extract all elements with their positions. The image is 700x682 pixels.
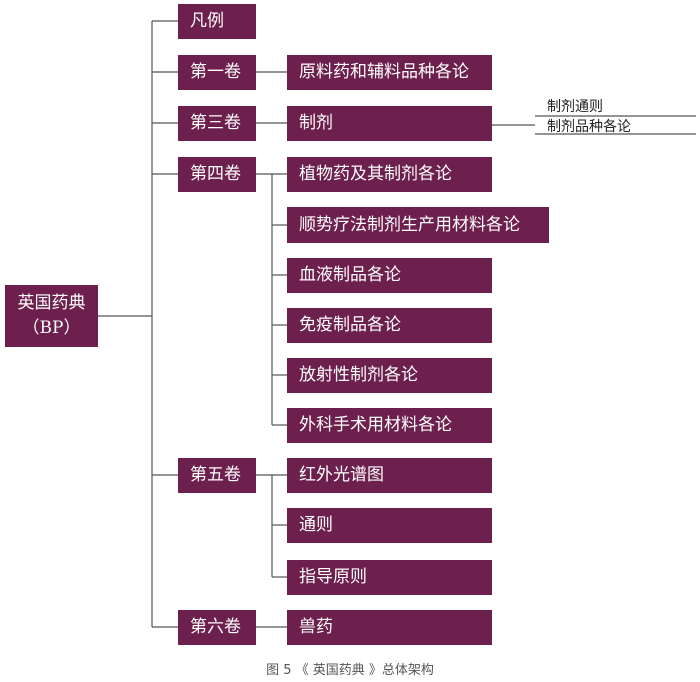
node-herbal-monographs: 植物药及其制剂各论 [287, 157, 492, 192]
root-title-line2: （BP） [22, 318, 81, 338]
node-homeopathic-materials: 顺势疗法制剂生产用材料各论 [287, 207, 549, 243]
node-volume-5: 第五卷 [178, 458, 256, 493]
node-preparations: 制剂 [287, 106, 492, 141]
node-appendices: 通则 [287, 508, 492, 543]
node-volume-4: 第四卷 [178, 157, 256, 192]
node-surgical-materials: 外科手术用材料各论 [287, 408, 492, 443]
node-general-notices: 凡例 [178, 4, 256, 39]
node-raw-materials-monographs: 原料药和辅料品种各论 [287, 55, 492, 90]
node-volume-1: 第一卷 [178, 55, 256, 90]
node-veterinary: 兽药 [287, 610, 492, 645]
node-ir-spectra: 红外光谱图 [287, 458, 492, 493]
root-title-line1: 英国药典 [17, 293, 86, 314]
node-blood-products: 血液制品各论 [287, 258, 492, 293]
root-node-bp: 英国药典 （BP） [5, 285, 98, 347]
node-volume-6: 第六卷 [178, 610, 256, 645]
node-radiopharmaceuticals: 放射性制剂各论 [287, 358, 492, 393]
subitem-preparation-monographs: 制剂品种各论 [547, 119, 631, 135]
figure-caption: 图 5 《 英国药典 》总体架构 [266, 663, 434, 678]
node-guidelines: 指导原则 [287, 560, 492, 595]
node-immunological-products: 免疫制品各论 [287, 308, 492, 343]
subitem-general-preparations: 制剂通则 [547, 99, 603, 115]
node-volume-3: 第三卷 [178, 106, 256, 141]
